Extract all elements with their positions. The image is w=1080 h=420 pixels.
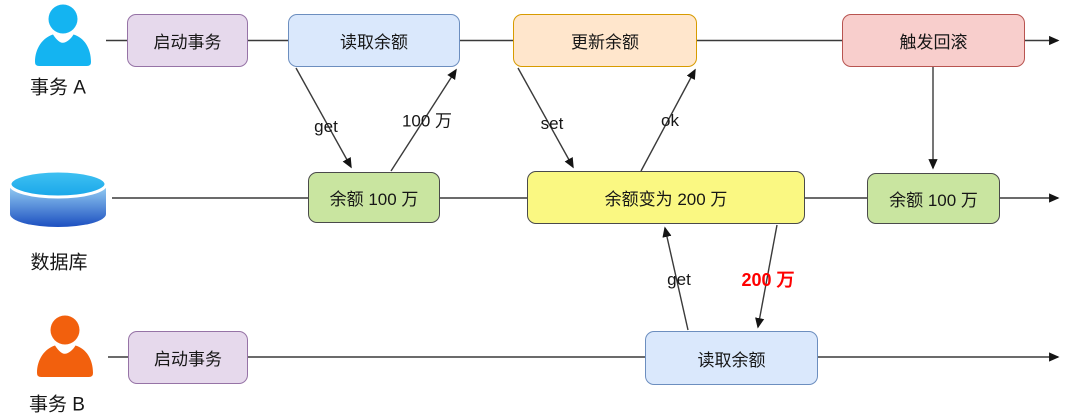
node-a-start-transaction: 启动事务 bbox=[127, 14, 248, 67]
edge-label-a-get: get bbox=[314, 117, 338, 136]
node-a-update-balance: 更新余额 bbox=[513, 14, 697, 67]
arrow-a-result bbox=[390, 68, 457, 172]
database-icon bbox=[8, 169, 108, 227]
arrow-b-result bbox=[755, 224, 778, 329]
arrow-a-set bbox=[517, 67, 574, 169]
arrow-a-ok bbox=[640, 68, 696, 172]
user-icon bbox=[37, 315, 93, 377]
user-icon bbox=[35, 4, 91, 66]
arrow-a-get bbox=[295, 67, 352, 169]
edge-label-b-result-200w: 200 万 bbox=[741, 270, 795, 290]
edge-label-a-ok: ok bbox=[661, 111, 679, 130]
node-b-read-balance: 读取余额 bbox=[645, 331, 818, 385]
arrow-b-get bbox=[662, 226, 689, 331]
edge-label-a-set: set bbox=[540, 114, 564, 133]
lane-label-transaction-a: 事务 A bbox=[30, 77, 86, 99]
edge-label-a-result-100w: 100 万 bbox=[401, 111, 453, 131]
lane-label-database: 数据库 bbox=[30, 252, 88, 274]
node-a-trigger-rollback: 触发回滚 bbox=[842, 14, 1025, 67]
node-db-balance-becomes-200w: 余额变为 200 万 bbox=[527, 171, 805, 224]
node-b-start-transaction: 启动事务 bbox=[128, 331, 248, 384]
node-db-balance-100w-after-rollback: 余额 100 万 bbox=[867, 173, 1000, 224]
edge-label-b-get: get bbox=[667, 270, 691, 289]
node-db-balance-100w: 余额 100 万 bbox=[308, 172, 440, 223]
lane-label-transaction-b: 事务 B bbox=[29, 394, 85, 416]
node-a-read-balance: 读取余额 bbox=[288, 14, 460, 67]
